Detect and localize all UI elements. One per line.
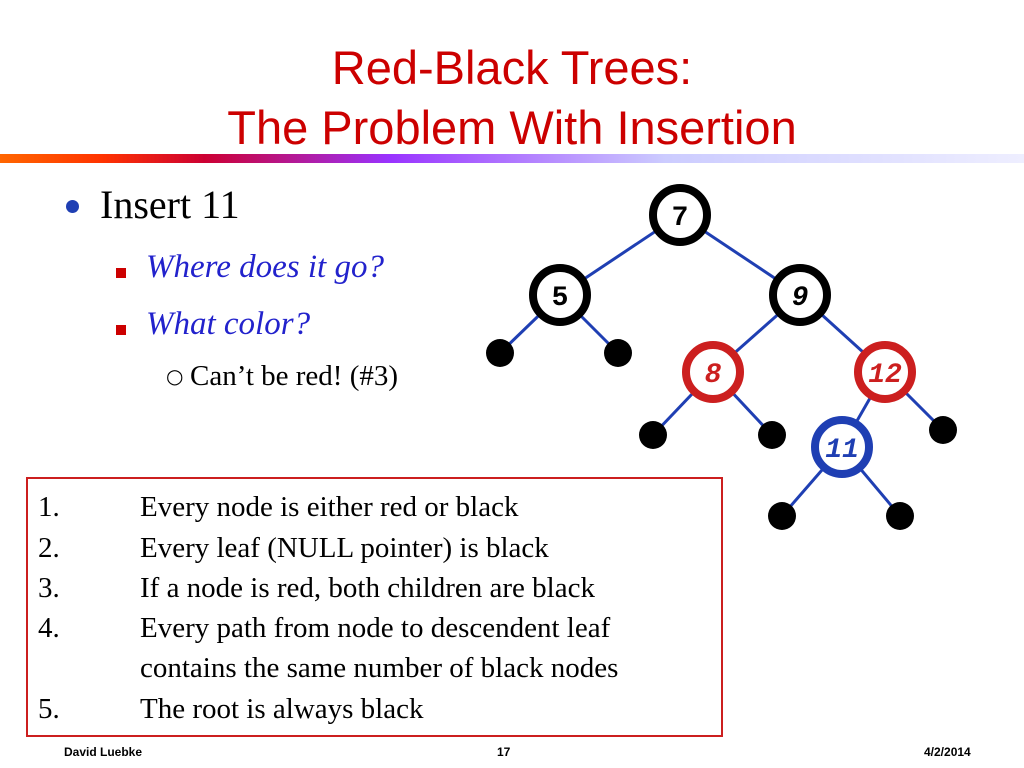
- node-label-5: 5: [552, 283, 569, 314]
- footer-author: David Luebke: [64, 745, 143, 759]
- property-number: 5.: [38, 693, 60, 725]
- tree-node-7: 7: [649, 184, 711, 246]
- property-text: Every path from node to descendent leaf: [140, 612, 611, 644]
- property-text: The root is always black: [140, 693, 424, 725]
- node-label-8: 8: [705, 360, 722, 391]
- property-number: 1.: [38, 491, 60, 523]
- sub-bullet-color: What color?: [146, 306, 311, 342]
- bullet-square-icon: [116, 325, 126, 335]
- null-leaf: [604, 339, 632, 367]
- null-leaves: [486, 339, 957, 530]
- property-number: 3.: [38, 572, 60, 604]
- null-leaf: [929, 416, 957, 444]
- title-line-2: The Problem With Insertion: [227, 101, 797, 154]
- properties-box: 1. Every node is either red or black 2. …: [26, 477, 723, 737]
- bullet-circle-icon: ○: [166, 364, 184, 388]
- title-line-1: Red-Black Trees:: [331, 41, 693, 94]
- slide-title: Red-Black Trees: The Problem With Insert…: [0, 38, 1024, 158]
- null-leaf: [758, 421, 786, 449]
- bullet-insert: Insert 11: [100, 182, 240, 227]
- node-label-7: 7: [672, 203, 689, 234]
- property-text: Every leaf (NULL pointer) is black: [140, 532, 549, 564]
- null-leaf: [768, 502, 796, 530]
- null-leaf: [486, 339, 514, 367]
- property-text: contains the same number of black nodes: [140, 652, 619, 684]
- property-text: If a node is red, both children are blac…: [140, 572, 595, 604]
- node-label-9: 9: [792, 283, 809, 314]
- tree-node-11: 11: [811, 416, 873, 478]
- property-number: 2.: [38, 532, 60, 564]
- node-label-12: 12: [868, 360, 902, 391]
- sub-sub-bullet: Can’t be red! (#3): [190, 360, 399, 392]
- null-leaf: [639, 421, 667, 449]
- tree-node-5: 5: [529, 264, 591, 326]
- bullet-square-icon: [116, 268, 126, 278]
- tree-node-12: 12: [854, 341, 916, 403]
- node-label-11: 11: [825, 435, 859, 466]
- footer-date: 4/2/2014: [924, 745, 971, 759]
- null-leaf: [886, 502, 914, 530]
- sub-bullet-where: Where does it go?: [146, 249, 384, 285]
- title-gradient-rule: [0, 154, 1024, 163]
- bullet-dot-icon: [66, 200, 79, 213]
- footer-page-number: 17: [497, 745, 511, 759]
- property-number: 4.: [38, 612, 60, 644]
- tree-node-9: 9: [769, 264, 831, 326]
- tree-node-8: 8: [682, 341, 744, 403]
- property-text: Every node is either red or black: [140, 491, 519, 523]
